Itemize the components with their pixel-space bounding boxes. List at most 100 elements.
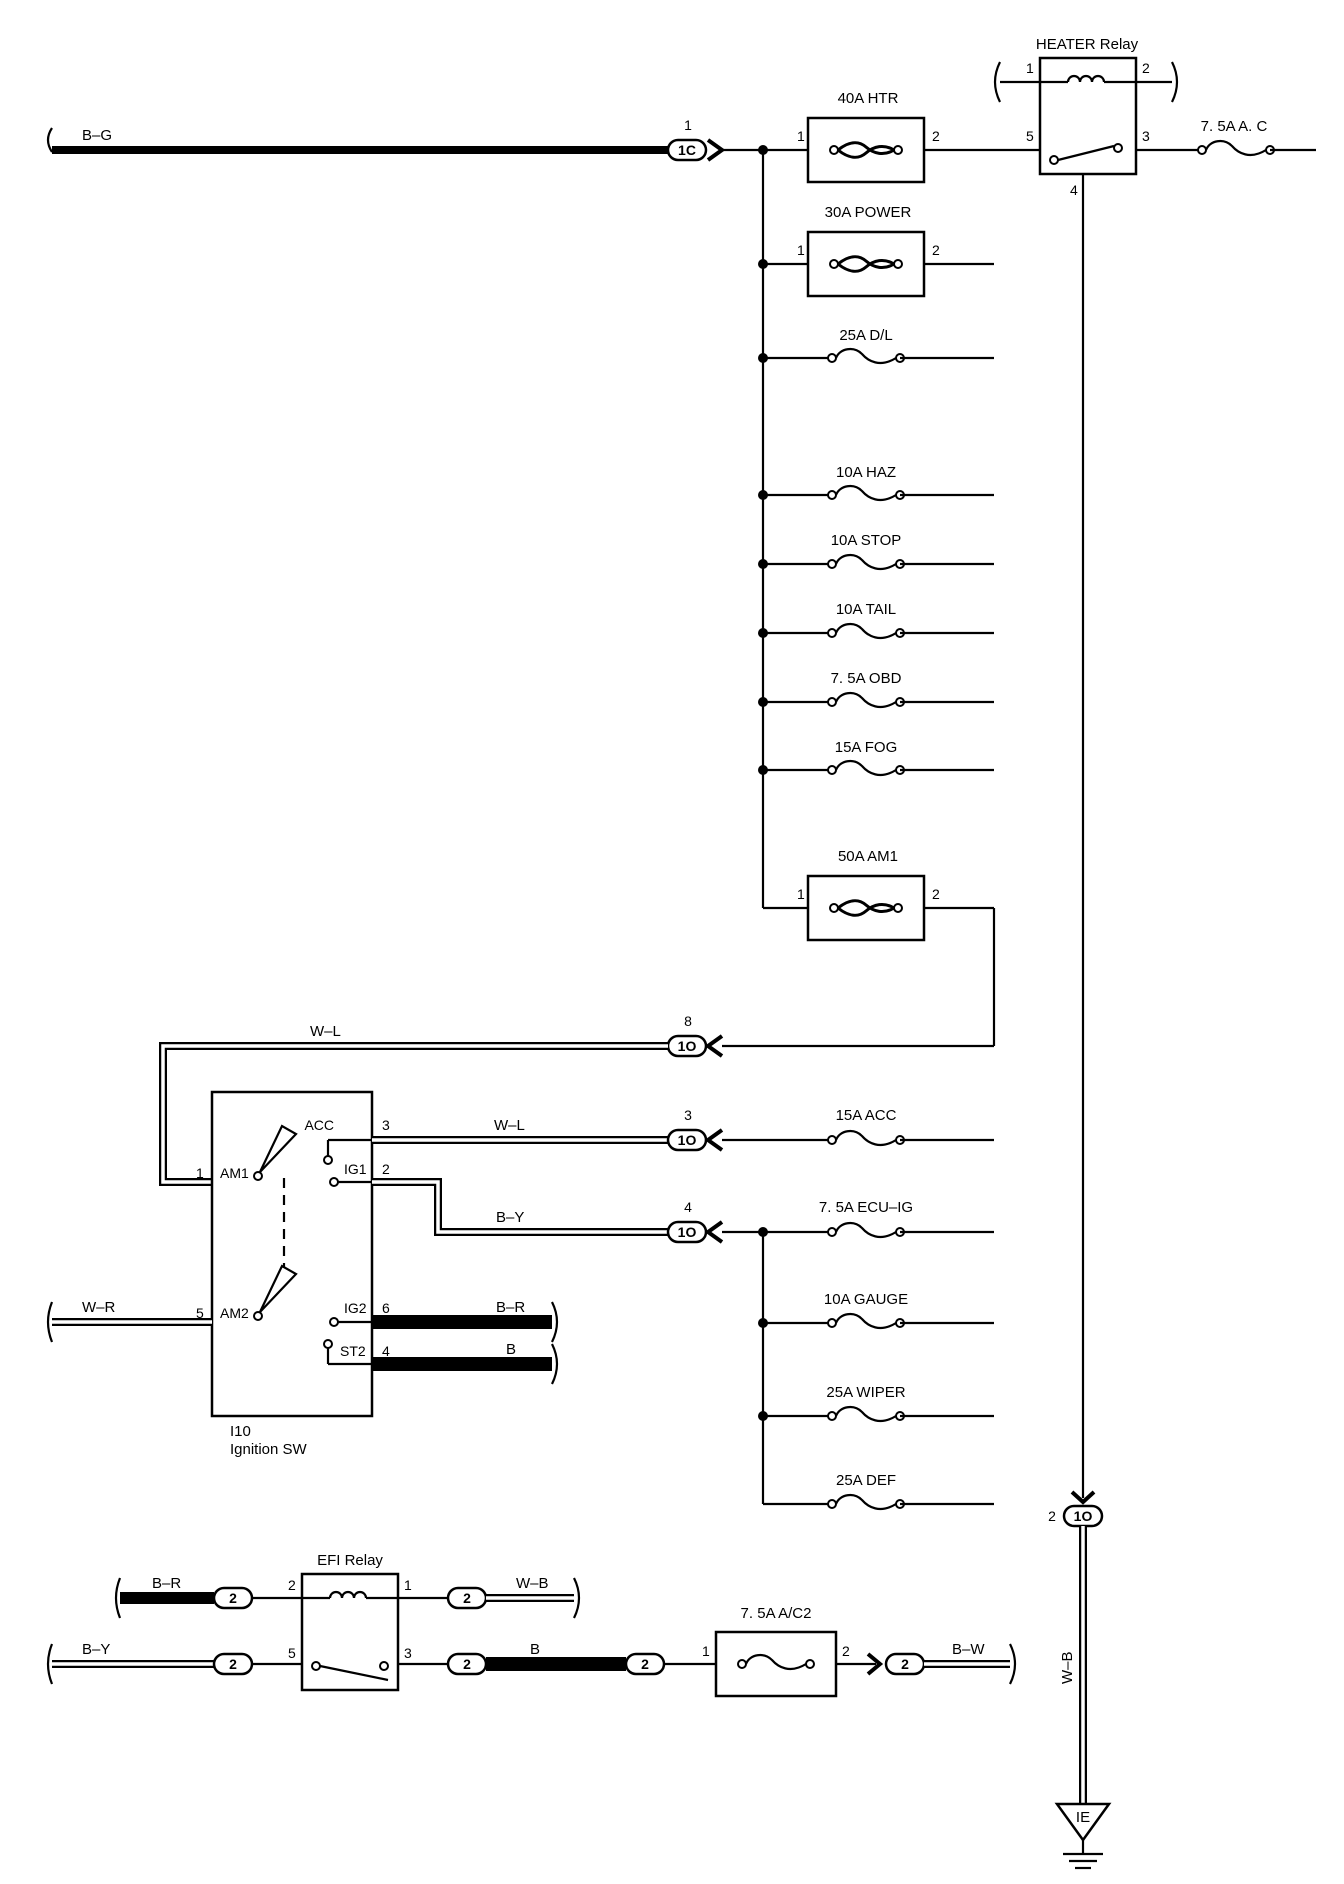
connector-1O-pin3-number: 3 [684, 1107, 692, 1123]
fuse-7-5a-ac2: 7. 5A A/C2 1 2 [702, 1605, 850, 1698]
fuse-50a-am1-label: 50A AM1 [838, 848, 898, 865]
fuse-10a-haz-label: 10A HAZ [836, 464, 896, 481]
connector-1O-pin3: 1O 3 [666, 1107, 724, 1152]
fuse-7-5a-obd: 7. 5A OBD [758, 670, 994, 709]
fuse-15a-fog: 15A FOG [758, 739, 994, 777]
bg-wire: B–G [46, 127, 680, 154]
wb-wire-efi: W–B [486, 1575, 581, 1619]
fuse-25a-def-label: 25A DEF [836, 1472, 896, 1489]
efi-connector-left-bottom-label: 2 [229, 1656, 237, 1672]
wl-wire-acc: W–L [372, 1117, 668, 1144]
connector-1O-pin4-number: 4 [684, 1199, 692, 1215]
heater-relay-pin5: 5 [1026, 128, 1034, 144]
efi-connector-left-top: 2 [212, 1586, 254, 1610]
by-wire-efi: B–Y [46, 1641, 214, 1685]
efi-connector-right-bottom: 2 [884, 1652, 926, 1676]
ign-am2-pin: 5 [196, 1305, 204, 1321]
connector-1C-pin: 1 [684, 117, 692, 133]
connector-1O-pin8: 1O 8 [666, 1013, 724, 1058]
connector-1O-pin8-label: 1O [678, 1038, 697, 1054]
efi-connector-left-top-label: 2 [229, 1590, 237, 1606]
wire-label-wr: W–R [82, 1299, 116, 1316]
wr-wire: W–R [46, 1299, 212, 1343]
fuse-7-5a-ecu-ig: 7. 5A ECU–IG [819, 1199, 913, 1239]
fuse-30a-power-pin1: 1 [797, 242, 805, 258]
wire-label-bw-efi: B–W [952, 1641, 985, 1658]
bw-wire-efi: B–W [924, 1641, 1017, 1685]
ign-st2-pin: 4 [382, 1343, 390, 1359]
wire-label-wb-ground: W–B [1059, 1651, 1076, 1684]
fuse-50a-am1-pin2: 2 [932, 886, 940, 902]
connector-1O-pin8-number: 8 [684, 1013, 692, 1029]
b-wire-efi: B [486, 1641, 626, 1671]
heater-relay-pin1: 1 [1026, 60, 1034, 76]
fuse-7-5a-ac2-pin1: 1 [702, 1643, 710, 1659]
efi-connector-mid-1: 2 [446, 1652, 488, 1676]
ign-ig2-pin: 6 [382, 1300, 390, 1316]
efi-relay-title: EFI Relay [317, 1552, 383, 1569]
connector-1C-label: 1C [678, 142, 696, 158]
heater-relay-pin3: 3 [1142, 128, 1150, 144]
fuse-10a-haz: 10A HAZ [758, 464, 994, 502]
connector-1O-pin2: 1O 2 [1048, 1504, 1104, 1528]
fuse-25a-dl-label: 25A D/L [839, 327, 892, 344]
connector-1O-pin3-label: 1O [678, 1132, 697, 1148]
connector-1O-pin2-number: 2 [1048, 1508, 1056, 1524]
fuse-10a-tail: 10A TAIL [758, 601, 994, 640]
fuse-15a-acc: 15A ACC [826, 1107, 906, 1147]
fuse-40a-htr: 40A HTR 1 2 [797, 90, 940, 184]
wire-label-bg: B–G [82, 127, 112, 144]
connector-1O-pin2-label: 1O [1074, 1508, 1093, 1524]
wire-label-br-efi: B–R [152, 1575, 181, 1592]
br-wire-efi: B–R [114, 1575, 214, 1619]
efi-relay-pin5: 5 [288, 1645, 296, 1661]
fuse-7-5a-ecu-ig-label: 7. 5A ECU–IG [819, 1199, 913, 1216]
fuse-25a-def: 25A DEF [763, 1472, 994, 1511]
ground-IE: IE [1054, 1802, 1112, 1870]
fuse-10a-gauge: 10A GAUGE [758, 1291, 994, 1330]
efi-connector-left-bottom: 2 [212, 1652, 254, 1676]
wl-wire-top: W–L [159, 1023, 668, 1186]
ign-st2-label: ST2 [340, 1343, 366, 1359]
fuse-10a-tail-label: 10A TAIL [836, 601, 896, 618]
efi-relay-pin1: 1 [404, 1577, 412, 1593]
efi-relay-pin3: 3 [404, 1645, 412, 1661]
wire-label-wl-top: W–L [310, 1023, 341, 1040]
b-wire-st2: B [372, 1341, 559, 1385]
fuse-15a-fog-label: 15A FOG [835, 739, 898, 756]
fuse-25a-wiper-label: 25A WIPER [826, 1384, 905, 1401]
fuse-30a-power-pin2: 2 [932, 242, 940, 258]
wire-label-by-efi: B–Y [82, 1641, 110, 1658]
heater-relay: HEATER Relay 1 2 5 3 4 [1026, 36, 1150, 198]
br-wire-ig2: B–R [372, 1299, 559, 1343]
efi-connector-mid-1-label: 2 [463, 1656, 471, 1672]
fuse-7-5a-obd-label: 7. 5A OBD [831, 670, 902, 687]
ign-acc-pin: 3 [382, 1117, 390, 1133]
wire-label-wb-efi: W–B [516, 1575, 549, 1592]
fuse-10a-gauge-label: 10A GAUGE [824, 1291, 908, 1308]
fuse-25a-wiper: 25A WIPER [758, 1384, 994, 1423]
efi-relay-pin2: 2 [288, 1577, 296, 1593]
wire-label-b-efi: B [530, 1641, 540, 1658]
efi-connector-right-bottom-label: 2 [901, 1656, 909, 1672]
heater-relay-pin4: 4 [1070, 182, 1078, 198]
fuse-30a-power: 30A POWER 1 2 [797, 204, 940, 298]
fuse-7-5a-ac-label: 7. 5A A. C [1201, 118, 1268, 135]
ign-code: I10 [230, 1423, 251, 1440]
by-wire-ig1: B–Y [372, 1178, 668, 1236]
ign-ig1-label: IG1 [344, 1161, 367, 1177]
wire-label-br-ig2: B–R [496, 1299, 525, 1316]
fuse-10a-stop-label: 10A STOP [831, 532, 902, 549]
efi-connector-mid-2-label: 2 [641, 1656, 649, 1672]
fuse-10a-stop: 10A STOP [758, 532, 994, 571]
ign-am2-label: AM2 [220, 1305, 249, 1321]
ign-ig2-label: IG2 [344, 1300, 367, 1316]
fuse-7-5a-ac2-label: 7. 5A A/C2 [741, 1605, 812, 1622]
ignition-switch: AM1 1 AM2 5 ACC 3 IG1 2 IG2 6 ST2 4 I10 [196, 1090, 390, 1458]
efi-relay: EFI Relay 2 1 5 3 [288, 1552, 412, 1692]
ign-am1-label: AM1 [220, 1165, 249, 1181]
fuse-50a-am1: 50A AM1 1 2 [797, 848, 940, 942]
efi-connector-right-top: 2 [446, 1586, 488, 1610]
heater-relay-pin2: 2 [1142, 60, 1150, 76]
